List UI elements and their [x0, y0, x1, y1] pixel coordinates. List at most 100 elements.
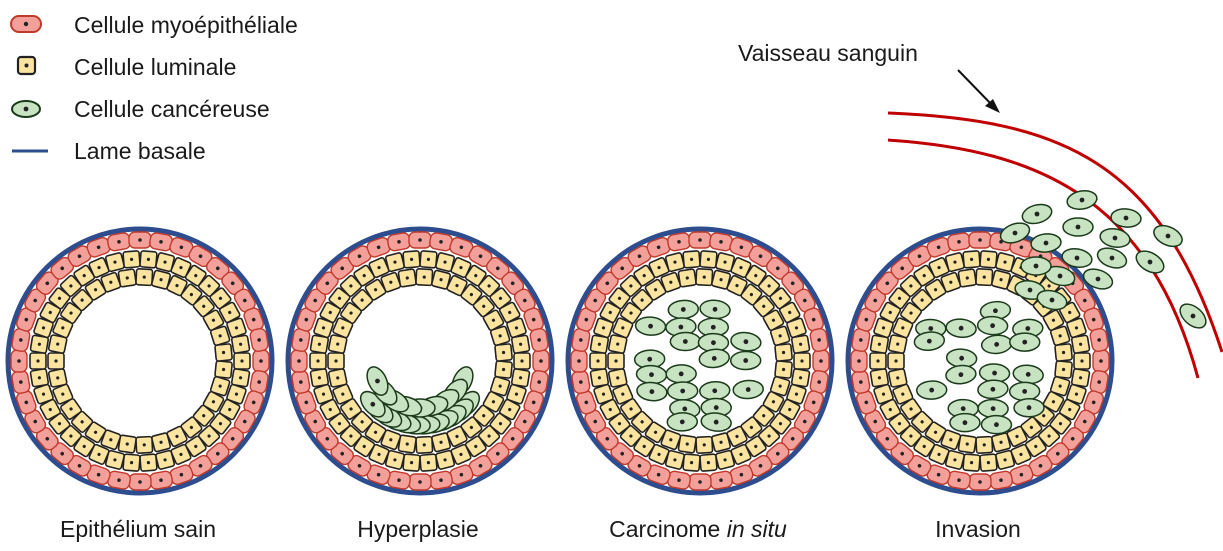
cancer-cell [731, 351, 761, 369]
stage-caption-carcinoma: Carcinome in situ [563, 516, 833, 543]
luminal-cell [416, 269, 433, 286]
luminal-cell [48, 353, 64, 369]
cancer-cell [1021, 257, 1051, 275]
luminal-cell [888, 353, 904, 369]
cancer-cell [1010, 333, 1040, 351]
duct-1 [8, 229, 272, 493]
luminal-cell [435, 450, 454, 469]
luminal-cell [1074, 353, 1090, 369]
luminal-cell [416, 436, 433, 453]
luminal-cell [123, 454, 140, 471]
myoepithelial-cell [529, 328, 549, 352]
luminal-cell [215, 361, 233, 379]
myoepithelial-cell [969, 232, 991, 248]
myoepithelial-cell [253, 350, 269, 372]
myoepithelial-cell [689, 474, 711, 490]
luminal-cell [683, 251, 700, 268]
luminal-cell [963, 454, 980, 471]
myoepithelial-cell [1093, 350, 1109, 372]
luminal-cell [980, 454, 997, 471]
myoepithelial-cell [149, 470, 173, 490]
luminal-cell [770, 326, 790, 346]
luminal-cell [490, 326, 510, 346]
cancer-cell [1030, 233, 1061, 254]
cancer-cell [1151, 222, 1186, 251]
luminal-cell [991, 433, 1010, 452]
luminal-cell [715, 450, 734, 469]
cancer-cell [1020, 201, 1054, 226]
luminal-cell [590, 353, 606, 369]
luminal-cell [870, 353, 886, 369]
luminal-cell [328, 368, 347, 387]
myoepithelial-cell [129, 474, 151, 490]
luminal-cell [976, 436, 993, 453]
luminal-cell [711, 433, 730, 452]
myoepithelial-cell [11, 370, 31, 394]
vessel-arrow [958, 70, 993, 106]
luminal-cell [794, 353, 810, 369]
luminal-cell [775, 344, 793, 362]
luminal-cell [700, 454, 717, 471]
luminal-cell [1050, 326, 1070, 346]
stage-caption-healthy: Epithélium sain [3, 516, 273, 543]
duct-2 [288, 229, 552, 493]
myoepithelial-cell [409, 232, 431, 248]
cancer-cell [916, 381, 947, 400]
luminal-cell [870, 369, 888, 387]
luminal-cell [30, 369, 48, 387]
myoepithelial-cell [429, 470, 453, 490]
luminal-cell [328, 353, 344, 369]
luminal-cell [403, 454, 420, 471]
luminal-cell [123, 251, 140, 268]
luminal-cell [215, 344, 233, 362]
luminal-cell [140, 454, 157, 471]
cancer-cell [1099, 227, 1132, 250]
myoepithelial-cell [291, 350, 307, 372]
myoepithelial-cell [851, 370, 871, 394]
luminal-cell [231, 335, 249, 353]
duct-4 [848, 229, 1112, 493]
myoepithelial-cell [969, 474, 991, 490]
luminal-cell [136, 269, 153, 286]
myoepithelial-cell [809, 328, 829, 352]
luminal-cell [590, 369, 608, 387]
myoepithelial-cell [851, 350, 867, 372]
luminal-cell [945, 252, 964, 271]
luminal-cell [420, 251, 437, 268]
myoepithelial-cell [947, 232, 971, 252]
cancer-cell [670, 332, 700, 350]
luminal-cell [700, 251, 717, 268]
cancer-cell [1066, 189, 1099, 212]
luminal-cell [105, 252, 124, 271]
luminal-cell [385, 252, 404, 271]
myoepithelial-cell [571, 370, 591, 394]
myoepithelial-cell [533, 350, 549, 372]
luminal-cell [608, 353, 624, 369]
cancer-cell [1014, 399, 1044, 417]
luminal-cell [608, 368, 627, 387]
myoepithelial-cell [709, 470, 733, 490]
luminal-cell [976, 269, 993, 286]
luminal-cell [775, 361, 793, 379]
cancer-cell [1063, 218, 1093, 236]
myoepithelial-cell [571, 350, 587, 372]
cancer-cell [950, 414, 980, 432]
luminal-cell [431, 433, 450, 452]
luminal-cell [791, 335, 809, 353]
cancer-cell [667, 412, 697, 431]
luminal-cell [151, 433, 170, 452]
luminal-cell [155, 450, 174, 469]
luminal-cell [403, 251, 420, 268]
luminal-cell [234, 353, 250, 369]
myoepithelial-cell [291, 370, 311, 394]
luminal-cell [30, 353, 46, 369]
myoepithelial-cell [107, 232, 131, 252]
luminal-cell [1055, 361, 1073, 379]
luminal-cell [888, 368, 907, 387]
stage-caption-hyperplasia: Hyperplasie [283, 516, 553, 543]
luminal-cell [495, 344, 513, 362]
luminal-cell [495, 361, 513, 379]
luminal-cell [678, 269, 696, 287]
luminal-cell [963, 251, 980, 268]
